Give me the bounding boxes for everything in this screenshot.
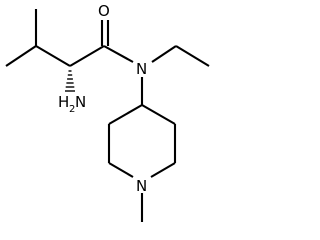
stereo-hash-wedge bbox=[65, 70, 75, 92]
bond-amide-n-ethyl bbox=[151, 45, 177, 63]
ring-bond-c5-c4 bbox=[108, 104, 143, 125]
ring-bond-c2-n1 bbox=[150, 162, 176, 178]
bond-isopropyl-alpha bbox=[35, 45, 71, 67]
amine-n-label: N bbox=[75, 93, 86, 111]
ring-bond-c4-c3 bbox=[141, 104, 176, 125]
amide-n-label: N bbox=[136, 60, 147, 78]
ring-bond-n1-c6 bbox=[108, 162, 134, 178]
structure-canvas: O H 2 N N N bbox=[5, 2, 210, 222]
chemical-structure-diagram: O H 2 N N N bbox=[5, 2, 210, 222]
oxygen-label: O bbox=[98, 2, 110, 20]
bond-carbonyl-amide-n bbox=[103, 45, 134, 63]
bond-methyl-left bbox=[5, 45, 37, 67]
amine-h-label: H bbox=[58, 93, 69, 111]
bond-ethyl-methyl bbox=[175, 45, 210, 67]
amine-subscript-label: 2 bbox=[69, 104, 75, 115]
bond-alpha-carbonyl bbox=[69, 45, 105, 67]
ring-n-label: N bbox=[136, 177, 147, 195]
